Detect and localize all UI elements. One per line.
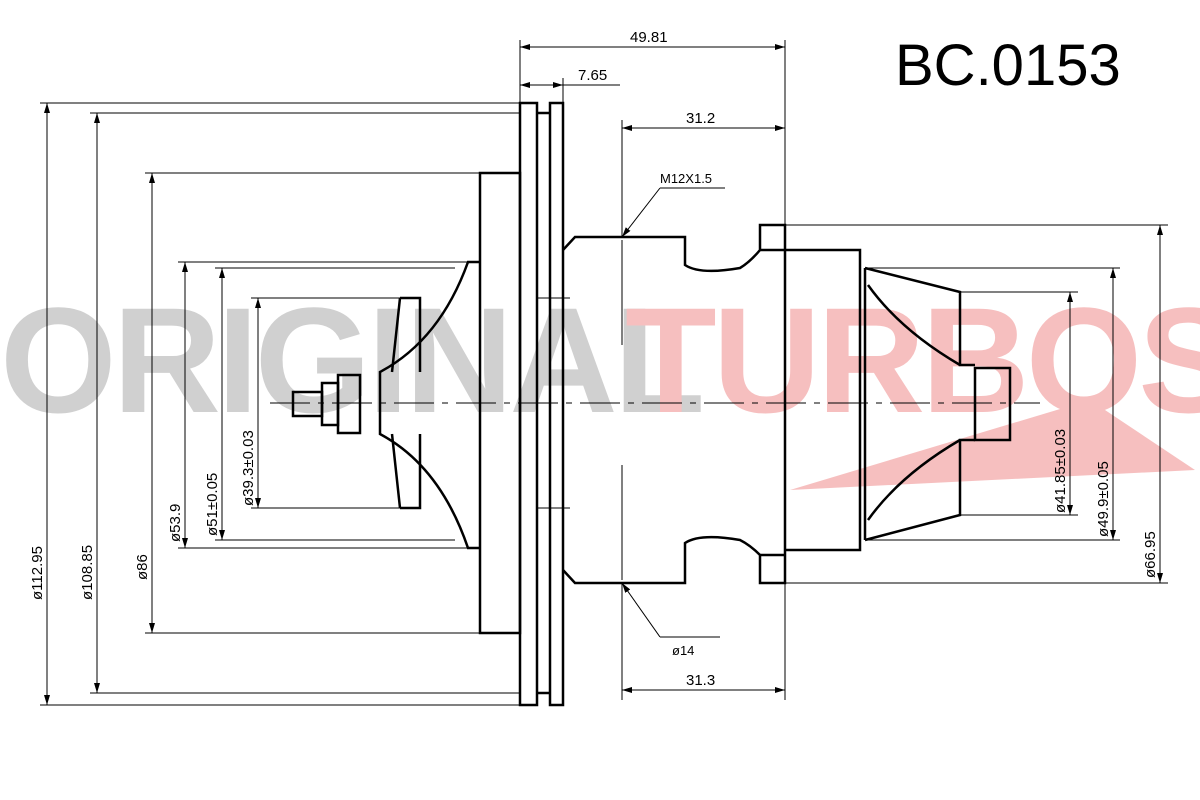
- bearing-housing: [562, 223, 787, 585]
- watermark-swoosh-icon: [790, 400, 1195, 490]
- dim-d86: ø86: [134, 554, 151, 580]
- dim-plate-width: 7.65: [578, 67, 607, 84]
- watermark: ORIGINAL TURBOS: [0, 276, 1200, 490]
- dimensions: 49.81 7.65 31.2 31.3 M12X1.5 ø14 ø112.95…: [29, 29, 1168, 706]
- compressor-side: [291, 101, 570, 707]
- dim-d51: ø51±0.05: [204, 473, 221, 536]
- watermark-left: ORIGINAL: [0, 276, 702, 444]
- dim-d39: ø39.3±0.03: [240, 430, 257, 506]
- dim-d53: ø53.9: [167, 504, 184, 542]
- dim-d41: ø41.85±0.03: [1052, 429, 1069, 513]
- dim-thread: M12X1.5: [660, 171, 712, 186]
- dim-total-length: 49.81: [630, 29, 668, 46]
- part-number: BC.0153: [895, 33, 1121, 98]
- dim-top-shaft: 31.2: [686, 110, 715, 127]
- dim-bottom-shaft: 31.3: [686, 672, 715, 689]
- dim-d66: ø66.95: [1142, 531, 1159, 578]
- dim-d49: ø49.9±0.05: [1095, 461, 1112, 537]
- dim-d108: ø108.85: [79, 545, 96, 600]
- turbine-side: [785, 248, 1012, 552]
- dim-d112: ø112.95: [29, 546, 46, 600]
- dim-shaft-dia: ø14: [672, 643, 694, 658]
